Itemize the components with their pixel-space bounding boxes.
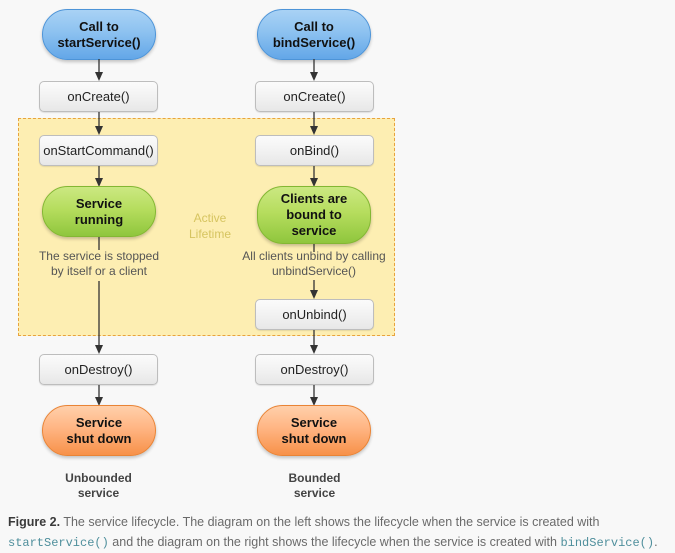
node-label: onDestroy(): [280, 361, 349, 377]
connector-clientsbound-to-annotation: [313, 244, 315, 252]
node-label-line2: shut down: [66, 430, 132, 446]
arrow-onstartcommand-to-running: [92, 166, 106, 188]
node-label-line1: Clients are: [280, 191, 348, 206]
caption-text-part2: and the diagram on the right shows the l…: [108, 535, 561, 549]
node-on-bind[interactable]: onBind(): [255, 135, 374, 166]
caption-code-start-service: startService(): [8, 536, 109, 550]
node-label: onDestroy(): [64, 361, 133, 377]
node-label-line1: Service: [290, 414, 338, 430]
node-on-unbind[interactable]: onUnbind(): [255, 299, 374, 330]
caption-unbounded-service: Unbounded service: [39, 471, 158, 501]
arrow-ondestroy-to-shutdown-left: [92, 385, 106, 407]
caption-line2: service: [293, 486, 336, 500]
caption-text-part1: The service lifecycle. The diagram on th…: [60, 515, 600, 529]
caption-line1: Bounded: [288, 471, 341, 485]
node-label-line2: startService(): [57, 34, 141, 50]
active-lifetime-label-line2: Lifetime: [188, 227, 232, 241]
arrow-bind-to-oncreate: [307, 59, 321, 82]
node-call-to-start-service[interactable]: Call to startService(): [42, 9, 156, 60]
node-clients-bound-to-service[interactable]: Clients are bound to service: [257, 186, 371, 244]
connector-running-to-annotation: [98, 237, 100, 250]
arrow-ondestroy-to-shutdown-right: [307, 385, 321, 407]
caption-bounded-service: Bounded service: [255, 471, 374, 501]
annotation-line2: by itself or a client: [50, 264, 148, 278]
node-label-line1: Call to: [294, 18, 334, 34]
arrow-oncreate-to-onbind: [307, 112, 321, 136]
active-lifetime-label-line1: Active: [193, 211, 227, 225]
node-left-on-create[interactable]: onCreate(): [39, 81, 158, 112]
node-service-running[interactable]: Service running: [42, 186, 156, 237]
node-left-on-destroy[interactable]: onDestroy(): [39, 354, 158, 385]
caption-text-part3: .: [654, 535, 658, 549]
arrow-annotation-to-onunbind: [307, 280, 321, 300]
node-label: onCreate(): [67, 88, 130, 104]
node-label-line1: Call to: [79, 18, 119, 34]
arrow-oncreate-to-onstartcommand: [92, 112, 106, 136]
node-label: onUnbind(): [282, 306, 347, 322]
caption-line1: Unbounded: [65, 471, 132, 485]
node-right-on-create[interactable]: onCreate(): [255, 81, 374, 112]
node-right-on-destroy[interactable]: onDestroy(): [255, 354, 374, 385]
node-label-line2: running: [74, 211, 124, 227]
annotation-line1: The service is stopped: [38, 249, 160, 263]
arrow-onunbind-to-ondestroy: [307, 330, 321, 355]
node-label-line1: Service: [75, 414, 123, 430]
node-label-line2: bindService(): [272, 34, 356, 50]
figure-number: Figure 2.: [8, 515, 61, 529]
annotation-line2: unbindService(): [271, 264, 357, 278]
arrow-start-to-oncreate: [92, 59, 106, 82]
node-label: onBind(): [289, 142, 340, 158]
figure-caption: Figure 2. The service lifecycle. The dia…: [8, 512, 670, 553]
arrow-annotation-to-ondestroy-left: [92, 281, 106, 355]
node-label-line2: bound to: [286, 207, 342, 222]
node-label-line1: Service: [75, 195, 123, 211]
node-label-line2: shut down: [281, 430, 347, 446]
node-label: onStartCommand(): [43, 142, 154, 158]
annotation-clients-unbind: All clients unbind by calling unbindServ…: [229, 249, 399, 279]
arrow-onbind-to-clients-bound: [307, 166, 321, 188]
node-on-start-command[interactable]: onStartCommand(): [39, 135, 158, 166]
caption-code-bind-service: bindService(): [560, 536, 655, 550]
annotation-line1: All clients unbind by calling: [242, 249, 386, 263]
active-lifetime-label: Active Lifetime: [175, 210, 245, 242]
annotation-service-stopped: The service is stopped by itself or a cl…: [19, 249, 179, 279]
node-call-to-bind-service[interactable]: Call to bindService(): [257, 9, 371, 60]
node-right-service-shut-down[interactable]: Service shut down: [257, 405, 371, 456]
node-left-service-shut-down[interactable]: Service shut down: [42, 405, 156, 456]
caption-line2: service: [77, 486, 120, 500]
node-label: onCreate(): [283, 88, 346, 104]
node-label-line3: service: [291, 223, 337, 238]
